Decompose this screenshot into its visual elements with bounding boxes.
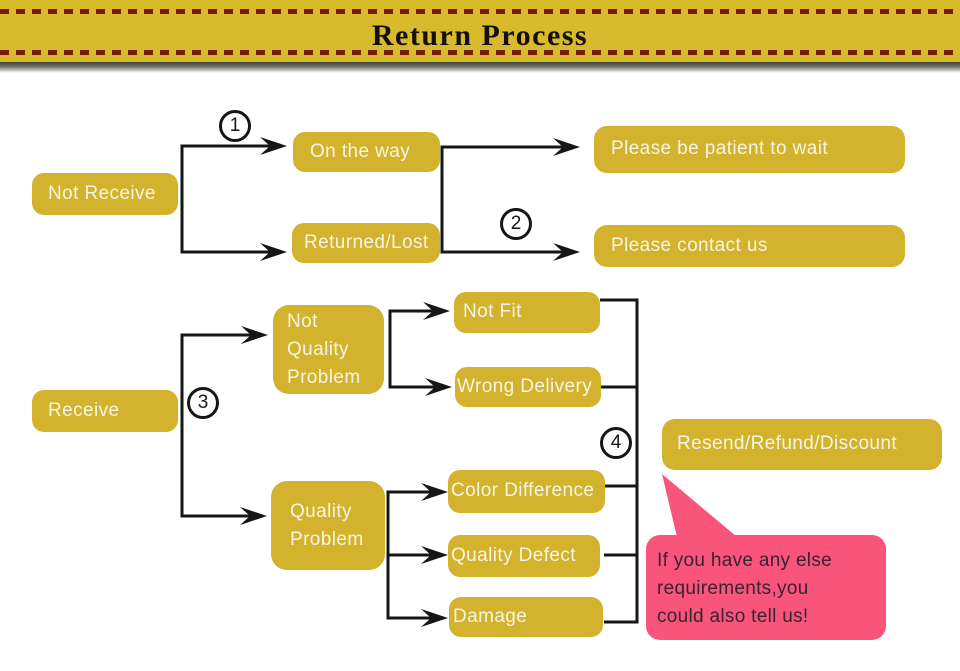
arrowhead-to-on-the-way — [260, 137, 287, 155]
note-bubble: If you have any else requirements,you co… — [646, 535, 886, 640]
node-label: Not Receive — [48, 182, 156, 204]
node-damage: Damage — [449, 597, 603, 637]
arrowhead-to-please-contact — [553, 243, 580, 261]
node-not-receive: Not Receive — [32, 173, 178, 215]
step-circle-2: 2 — [500, 208, 532, 240]
arrowhead-to-not-quality-problem — [241, 326, 268, 344]
step-circle-4: 4 — [600, 427, 632, 459]
header-banner: Return Process — [0, 0, 960, 62]
node-label: Returned/Lost — [304, 231, 429, 253]
page-title: Return Process — [371, 18, 589, 52]
node-label-line: Quality — [290, 500, 352, 522]
arrowhead-to-color-difference — [421, 483, 448, 501]
node-not-fit: Not Fit — [454, 292, 600, 333]
note-bubble-tail — [662, 474, 737, 537]
node-quality-defect: Quality Defect — [448, 535, 600, 577]
node-label-line: Problem — [290, 528, 364, 550]
node-on-the-way: On the way — [293, 132, 440, 172]
node-label: Wrong Delivery — [457, 375, 593, 397]
arrowhead-to-damage — [421, 609, 448, 627]
step-circle-3: 3 — [187, 387, 219, 419]
arrowhead-to-quality-defect — [421, 546, 448, 564]
banner-dash-line-bottom — [0, 50, 960, 55]
node-please-contact-us: Please contact us — [594, 225, 905, 267]
node-resend-refund-discount: Resend/Refund/Discount — [662, 419, 942, 470]
node-label-line: Quality — [287, 338, 349, 360]
arrowhead-to-please-wait — [553, 138, 580, 156]
step-circle-1: 1 — [219, 110, 251, 142]
node-label: Please contact us — [611, 234, 768, 256]
note-line: If you have any else — [657, 550, 832, 571]
note-line: could also tell us! — [657, 606, 809, 627]
node-label: Resend/Refund/Discount — [677, 433, 898, 455]
connector-quality-branch — [386, 483, 448, 627]
node-not-quality-problem: Not Quality Problem — [273, 305, 384, 394]
node-label: Please be patient to wait — [611, 138, 829, 160]
node-label: Color Difference — [451, 480, 595, 502]
banner-shadow — [0, 62, 960, 73]
banner-dash-line-top — [0, 9, 960, 14]
connector-not-receive-branch — [180, 137, 287, 261]
node-label: On the way — [310, 140, 411, 162]
node-receive: Receive — [32, 390, 178, 432]
connector-converge-line — [600, 298, 639, 624]
node-color-difference: Color Difference — [448, 470, 605, 513]
node-returned-lost: Returned/Lost — [292, 223, 440, 263]
arrowhead-to-quality-problem — [240, 507, 267, 525]
note-line: requirements,you — [657, 578, 809, 599]
arrowhead-to-returned-lost — [260, 243, 287, 261]
node-label-line: Not — [287, 310, 318, 332]
node-label: Receive — [48, 399, 120, 421]
node-please-be-patient-to-wait: Please be patient to wait — [594, 126, 905, 173]
connector-top-right-branch — [440, 138, 580, 261]
connector-not-quality-branch — [388, 302, 452, 396]
node-quality-problem: Quality Problem — [271, 481, 385, 570]
arrowhead-to-not-fit — [423, 302, 450, 320]
node-wrong-delivery: Wrong Delivery — [455, 367, 601, 407]
node-label: Damage — [453, 605, 528, 627]
arrowhead-to-wrong-delivery — [425, 378, 452, 396]
node-label-line: Problem — [287, 366, 361, 388]
node-label: Quality Defect — [451, 544, 576, 566]
node-label: Not Fit — [463, 301, 522, 323]
connector-receive-branch — [180, 326, 268, 525]
